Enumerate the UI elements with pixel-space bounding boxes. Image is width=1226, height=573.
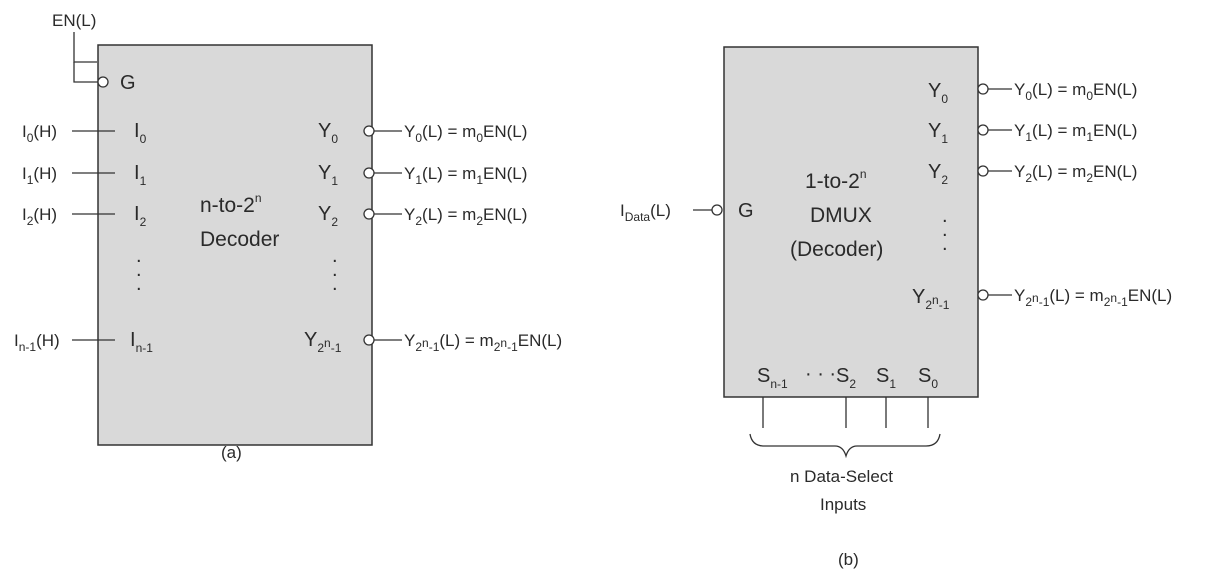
dmux-title-line2: DMUX <box>810 204 872 227</box>
dmux-output-ellipsis-1: . <box>942 205 948 227</box>
output-bubble-1 <box>363 167 375 179</box>
dmux-output-label-1: Y1(L) = m1EN(L) <box>1014 121 1137 144</box>
input-label-0: I0(H) <box>22 122 57 145</box>
dmux-enable-pin: G <box>738 200 754 222</box>
enable-pin-label: G <box>120 72 136 94</box>
output-label-0: Y0(L) = m0EN(L) <box>404 122 527 145</box>
output-ellipsis-3: . <box>332 273 338 295</box>
dmux-output-ellipsis-2: . <box>942 219 948 241</box>
dmux-output-label-2: Y2(L) = m2EN(L) <box>1014 162 1137 185</box>
dmux-block <box>723 46 979 398</box>
dmux-output-ellipsis-3: . <box>942 233 948 255</box>
dmux-output-bubble-n <box>977 289 989 301</box>
input-label-1: I1(H) <box>22 164 57 187</box>
data-input-bubble <box>711 204 723 216</box>
select-caption-line2: Inputs <box>820 495 866 514</box>
output-bubble-0 <box>363 125 375 137</box>
dmux-output-bubble-2 <box>977 165 989 177</box>
dmux-output-label-n: Y2n-1(L) = m2n-1EN(L) <box>1014 286 1172 309</box>
dmux-title-line1: 1-to-2n <box>805 167 867 193</box>
decoder-title-line2: Decoder <box>200 228 279 251</box>
output-label-1: Y1(L) = m1EN(L) <box>404 164 527 187</box>
enable-bubble <box>97 76 109 88</box>
enable-input-label: EN(L) <box>52 11 96 30</box>
data-input-label: IData(L) <box>620 201 671 224</box>
diagram-b: IData(L) G 1-to-2n DMUX (Decoder) Y0 Y0(… <box>620 46 1172 569</box>
output-ellipsis-2: . <box>332 259 338 281</box>
input-label-2: I2(H) <box>22 205 57 228</box>
output-bubble-2 <box>363 208 375 220</box>
caption-a: (a) <box>221 443 242 462</box>
dmux-output-label-0: Y0(L) = m0EN(L) <box>1014 80 1137 103</box>
dmux-title-line3: (Decoder) <box>790 238 883 261</box>
select-ellipsis: · · · <box>805 363 836 385</box>
input-label-n: In-1(H) <box>14 331 60 354</box>
input-ellipsis-3: . <box>136 273 142 295</box>
input-ellipsis-2: . <box>136 259 142 281</box>
dmux-output-bubble-1 <box>977 124 989 136</box>
output-ellipsis-1: . <box>332 245 338 267</box>
enable-wire <box>73 32 97 63</box>
output-label-n: Y2n-1(L) = m2n-1EN(L) <box>404 331 562 354</box>
diagram-a: EN(L) G I0(H) I0 I1(H) I1 I2(H) I2 . . .… <box>14 11 562 462</box>
decoder-block <box>97 44 373 446</box>
dmux-output-bubble-0 <box>977 83 989 95</box>
select-brace <box>749 433 941 459</box>
input-ellipsis-1: . <box>136 245 142 267</box>
enable-wire-2 <box>73 62 98 83</box>
decoder-title-line1: n-to-2n <box>200 191 262 217</box>
select-caption-line1: n Data-Select <box>790 467 893 486</box>
output-label-2: Y2(L) = m2EN(L) <box>404 205 527 228</box>
output-bubble-n <box>363 334 375 346</box>
caption-b: (b) <box>838 550 859 569</box>
